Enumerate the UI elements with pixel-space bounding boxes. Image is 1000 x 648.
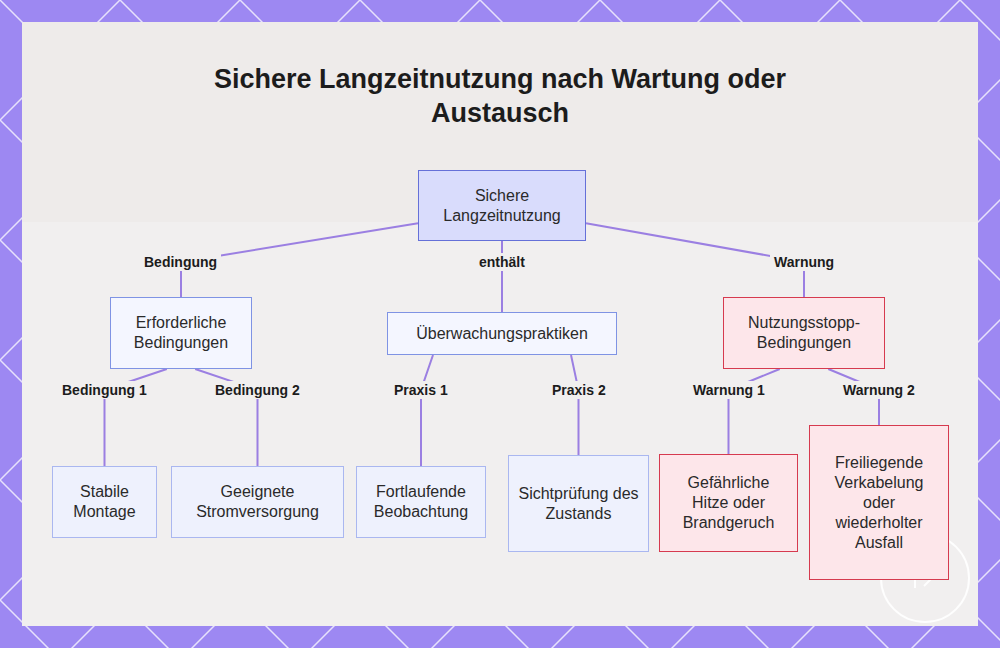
category-box: Erforderliche Bedingungen	[110, 297, 252, 369]
practice-box: Sichtprüfung des Zustands	[508, 455, 649, 552]
box-text: Sichtprüfung des Zustands	[509, 480, 648, 528]
practice-box: Fortlaufende Beobachtung	[356, 466, 486, 538]
connector-line	[571, 355, 579, 455]
edge-label: enthält	[475, 253, 529, 271]
box-text: Nutzungsstopp-Bedingungen	[724, 309, 884, 357]
edge-label: Praxis 1	[390, 381, 452, 399]
edge-label: Bedingung 2	[211, 381, 304, 399]
edge-label: Bedingung 1	[58, 381, 151, 399]
edge-label: Bedingung	[140, 253, 221, 271]
box-text: Geeignete Stromversorgung	[172, 478, 343, 526]
box-text: Überwachungspraktiken	[408, 320, 596, 348]
box-text: Fortlaufende Beobachtung	[357, 478, 485, 526]
warning-box: Freiliegende Verkabelung oder wiederholt…	[809, 425, 949, 580]
condition-box: Geeignete Stromversorgung	[171, 466, 344, 538]
diagram-title: Sichere Langzeitnutzung nach Wartung ode…	[200, 62, 800, 130]
box-text: Freiliegende Verkabelung oder wiederholt…	[810, 449, 948, 557]
root-box: Sichere Langzeitnutzung	[418, 170, 586, 241]
condition-box: Stabile Montage	[52, 466, 157, 538]
edge-label: Warnung 1	[689, 381, 769, 399]
edge-label: Praxis 2	[548, 381, 610, 399]
edge-label: Warnung 2	[839, 381, 919, 399]
edge-label: Warnung	[770, 253, 838, 271]
box-text: Erforderliche Bedingungen	[111, 309, 251, 357]
panel	[22, 22, 978, 626]
warning-box: Nutzungsstopp-Bedingungen	[723, 297, 885, 369]
warning-box: Gefährliche Hitze oder Brandgeruch	[659, 454, 798, 552]
box-text: Sichere Langzeitnutzung	[419, 182, 585, 230]
box-text: Stabile Montage	[53, 478, 156, 526]
category-box: Überwachungspraktiken	[387, 312, 617, 355]
connector-line	[421, 355, 433, 466]
box-text: Gefährliche Hitze oder Brandgeruch	[660, 469, 797, 537]
connector-line	[501, 241, 503, 312]
